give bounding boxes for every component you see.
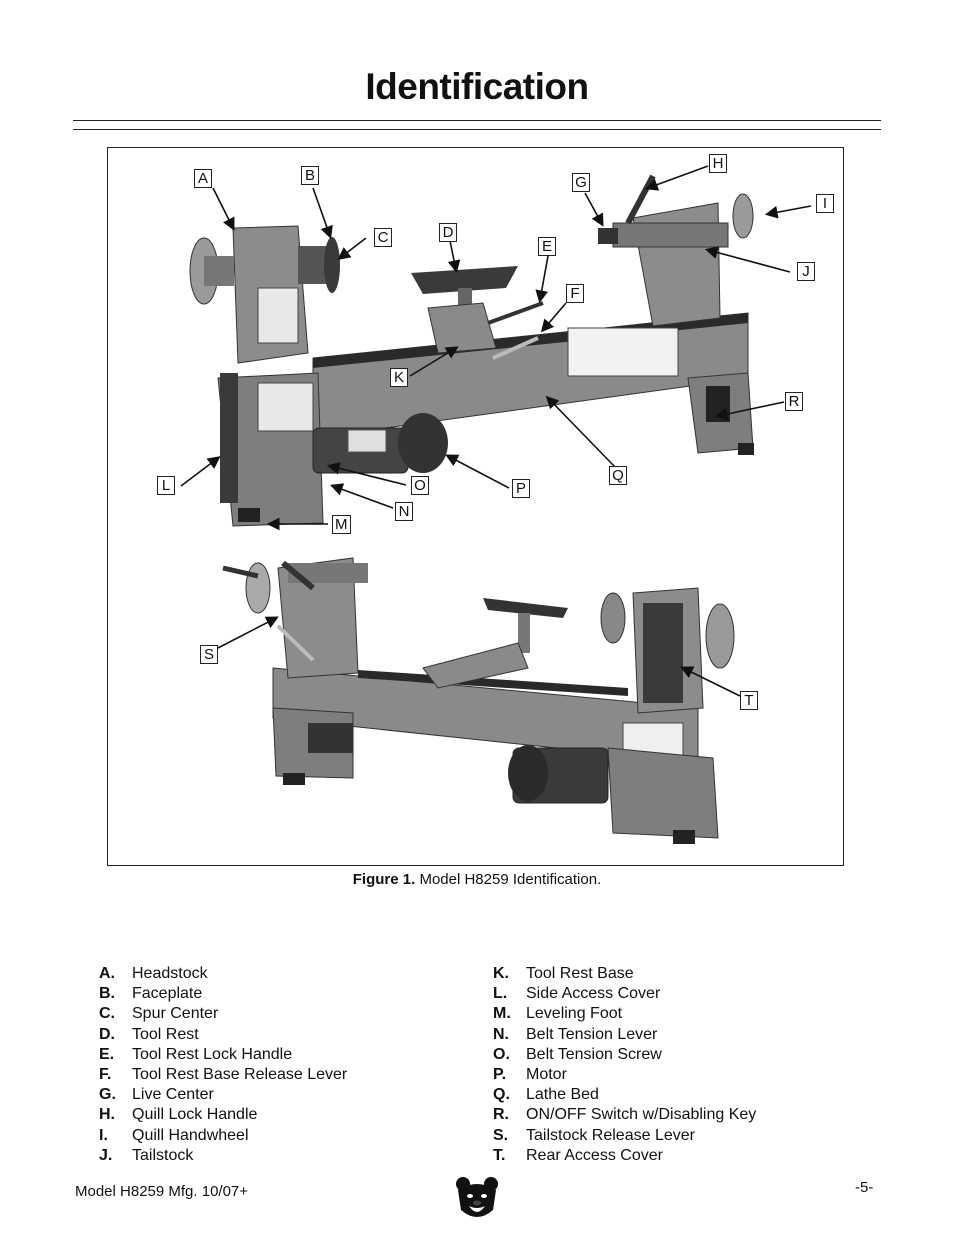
figure-caption: Figure 1. Model H8259 Identification.: [0, 871, 954, 888]
callout-e: E: [538, 237, 556, 256]
part-letter: C.: [99, 1005, 115, 1023]
callout-n: N: [395, 502, 413, 521]
part-name: Tool Rest Base Release Lever: [132, 1065, 348, 1083]
part-name: Tool Rest Base: [526, 965, 634, 982]
part-item: C. Spur Center: [99, 1004, 347, 1024]
callout-f: F: [566, 284, 584, 303]
part-name: Side Access Cover: [526, 985, 661, 1003]
part-name: Faceplate: [132, 985, 203, 1003]
callout-h: H: [709, 154, 727, 173]
figure-caption-label: Figure 1.: [352, 871, 416, 888]
callout-o: O: [411, 476, 429, 495]
callout-g: G: [572, 173, 590, 192]
part-letter: P.: [493, 1065, 507, 1083]
part-item: N. Belt Tension Lever: [493, 1025, 756, 1045]
part-letter: S.: [493, 1126, 509, 1144]
part-letter: B.: [99, 985, 115, 1003]
part-item: O. Belt Tension Screw: [493, 1045, 756, 1065]
front-view-lathe: [189, 174, 754, 527]
callout-i: I: [816, 194, 834, 213]
title-rule-top: [73, 120, 881, 121]
callout-r: R: [785, 392, 803, 411]
callout-k: K: [390, 368, 408, 387]
part-letter: T.: [493, 1146, 506, 1164]
part-letter: H.: [99, 1106, 115, 1124]
part-name: Spur Center: [132, 1005, 219, 1023]
part-name: Tool Rest Lock Handle: [132, 1045, 293, 1063]
part-letter: A.: [99, 965, 115, 982]
callout-t: T: [740, 691, 758, 710]
lathe-illustration: [180, 165, 812, 844]
part-letter: I.: [99, 1126, 108, 1144]
part-item: A. Headstock: [99, 964, 347, 984]
callout-l: L: [157, 476, 175, 495]
bear-logo-icon: [456, 1177, 498, 1217]
part-letter: D.: [99, 1025, 115, 1043]
parts-list-right: K.Tool Rest Base L.Side Access Cover M.L…: [493, 964, 756, 1166]
page-number: -5-: [855, 1179, 874, 1196]
part-item: I. Quill Handwheel: [99, 1126, 347, 1146]
part-letter: F.: [99, 1065, 112, 1083]
part-item: E. Tool Rest Lock Handle: [99, 1045, 347, 1065]
part-item: R. ON/OFF Switch w/Disabling Key: [493, 1105, 756, 1125]
part-item: Q. Lathe Bed: [493, 1085, 756, 1105]
part-name: Leveling Foot: [526, 1005, 623, 1023]
part-name: Tailstock Release Lever: [526, 1126, 695, 1144]
callout-c: C: [374, 228, 392, 247]
callout-b: B: [301, 166, 319, 185]
part-name: Quill Handwheel: [132, 1126, 249, 1144]
part-name: Rear Access Cover: [526, 1146, 663, 1164]
part-name: Headstock: [132, 965, 208, 982]
part-item: J. Tailstock: [99, 1146, 347, 1166]
part-name: Tool Rest: [132, 1025, 199, 1043]
footer-model: Model H8259 Mfg. 10/07+: [75, 1183, 249, 1200]
callout-m: M: [332, 515, 351, 534]
part-item: B. Faceplate: [99, 984, 347, 1004]
part-name: Belt Tension Screw: [526, 1045, 662, 1063]
figure-frame: A B C D E F G H I J K L M N O P Q R S T: [107, 147, 844, 866]
part-letter: N.: [493, 1025, 509, 1043]
part-name: ON/OFF Switch w/Disabling Key: [526, 1106, 757, 1124]
callout-leader-lines: [180, 165, 812, 697]
callout-d: D: [439, 223, 457, 242]
part-item: T. Rear Access Cover: [493, 1146, 756, 1166]
part-item: L. Side Access Cover: [493, 984, 756, 1004]
callout-p: P: [512, 479, 530, 498]
part-item: G. Live Center: [99, 1085, 347, 1105]
callout-a: A: [194, 169, 212, 188]
parts-list-left: A. Headstock B. Faceplate C. Spur Center D.…: [99, 964, 347, 1166]
part-item: P. Motor: [493, 1065, 756, 1085]
part-letter: O.: [493, 1045, 510, 1063]
part-letter: G.: [99, 1086, 116, 1104]
callout-s: S: [200, 645, 218, 664]
part-letter: J.: [99, 1146, 113, 1164]
part-letter: K.: [493, 965, 509, 982]
part-name: Quill Lock Handle: [132, 1106, 258, 1124]
part-letter: M.: [493, 1005, 511, 1023]
part-letter: Q.: [493, 1086, 510, 1104]
callout-j: J: [797, 262, 815, 281]
figure-caption-text: Model H8259 Identification.: [419, 871, 602, 888]
part-name: Tailstock: [132, 1146, 194, 1164]
part-item: S. Tailstock Release Lever: [493, 1126, 756, 1146]
part-name: Belt Tension Lever: [526, 1025, 658, 1043]
part-name: Lathe Bed: [526, 1086, 599, 1104]
page-title: Identification: [365, 66, 589, 107]
title-rule-bottom: [73, 129, 881, 130]
callout-q: Q: [609, 466, 627, 485]
part-item: F. Tool Rest Base Release Lever: [99, 1065, 347, 1085]
part-item: M. Leveling Foot: [493, 1004, 756, 1024]
part-letter: L.: [493, 985, 508, 1003]
part-item: K. Tool Rest Base: [493, 964, 756, 984]
part-name: Live Center: [132, 1086, 214, 1104]
part-letter: E.: [99, 1045, 115, 1063]
part-item: H. Quill Lock Handle: [99, 1105, 347, 1125]
part-letter: R.: [493, 1106, 509, 1124]
part-item: D. Tool Rest: [99, 1025, 347, 1045]
rear-view-lathe: [222, 557, 735, 844]
part-name: Motor: [526, 1065, 567, 1083]
